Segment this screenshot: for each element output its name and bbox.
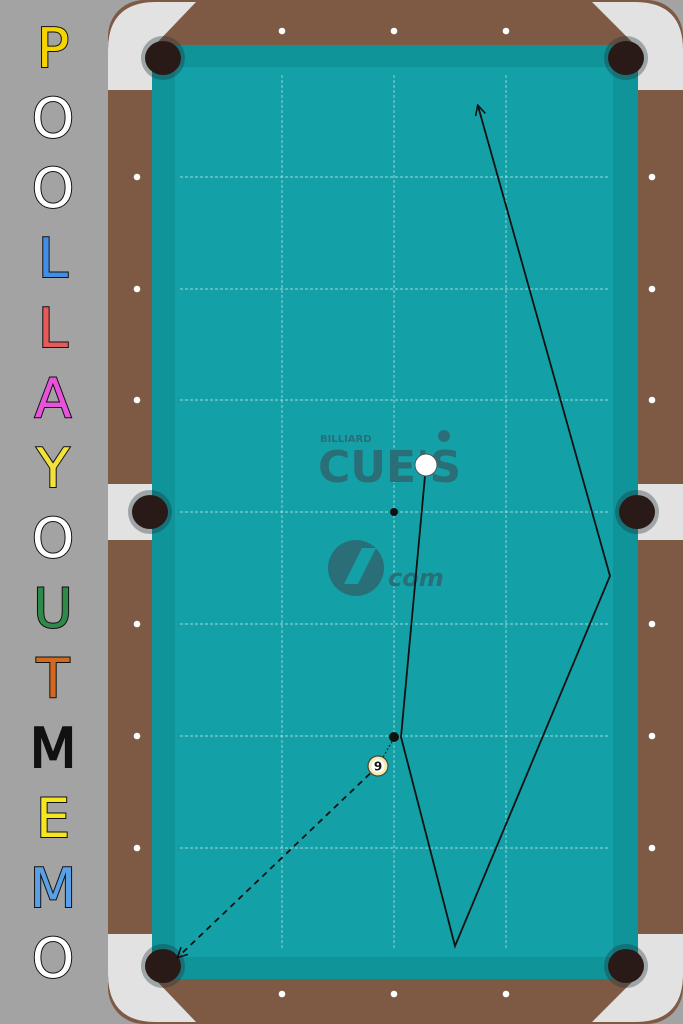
pocket: [145, 949, 181, 983]
diamond-marker: [648, 285, 656, 293]
logo-main-text: CUE'S: [318, 442, 461, 493]
cue-ball-path: [400, 106, 611, 949]
title-letter: E: [35, 787, 71, 850]
diamond-marker: [133, 844, 141, 852]
pocket: [132, 495, 168, 529]
title-letter: T: [36, 647, 71, 710]
cue-ball[interactable]: [414, 453, 438, 477]
pocket: [608, 949, 644, 983]
title-letter: O: [31, 927, 76, 990]
nine-ball[interactable]: 9: [367, 755, 389, 777]
billiard-cues-logo: BILLIARD CUE'S com: [318, 430, 461, 596]
center-spot: [390, 508, 398, 516]
diamond-marker: [648, 173, 656, 181]
diamond-marker: [278, 27, 286, 35]
title-letter: U: [32, 577, 74, 640]
title-letter: O: [31, 157, 76, 220]
title-letter: P: [36, 17, 71, 80]
pockets: [128, 36, 659, 988]
diamond-marker: [133, 396, 141, 404]
object-ball-path: [178, 765, 379, 957]
pocket: [145, 41, 181, 75]
diamond-marker: [390, 990, 398, 998]
title-letter: Y: [36, 437, 71, 500]
diamond-marker: [648, 732, 656, 740]
rail-diamonds: [133, 27, 656, 998]
title-letter: L: [37, 297, 69, 360]
title-letter: M: [29, 717, 78, 780]
title-letter: O: [31, 507, 76, 570]
diamond-marker: [133, 620, 141, 628]
logo-dot-icon: [438, 430, 450, 442]
logo-top-text: BILLIARD: [320, 434, 372, 445]
title-letter: O: [31, 87, 76, 150]
pocket: [619, 495, 655, 529]
logo-emblem-mark-icon: [344, 548, 376, 584]
diamond-marker: [278, 990, 286, 998]
diamond-marker: [133, 285, 141, 293]
title-letter: M: [29, 857, 78, 920]
title-letter: L: [37, 227, 69, 290]
diamond-marker: [648, 620, 656, 628]
diamond-marker: [133, 732, 141, 740]
diamond-marker: [390, 27, 398, 35]
pocket: [608, 41, 644, 75]
title-letter: A: [34, 367, 73, 430]
contact-guide: [377, 737, 395, 767]
diamond-marker: [133, 173, 141, 181]
diamond-marker: [502, 990, 510, 998]
diamond-marker: [648, 844, 656, 852]
diamond-marker: [502, 27, 510, 35]
nine-ball-label: 9: [374, 760, 382, 774]
diamond-marker: [648, 396, 656, 404]
ghost-ball-marker: [389, 732, 399, 742]
